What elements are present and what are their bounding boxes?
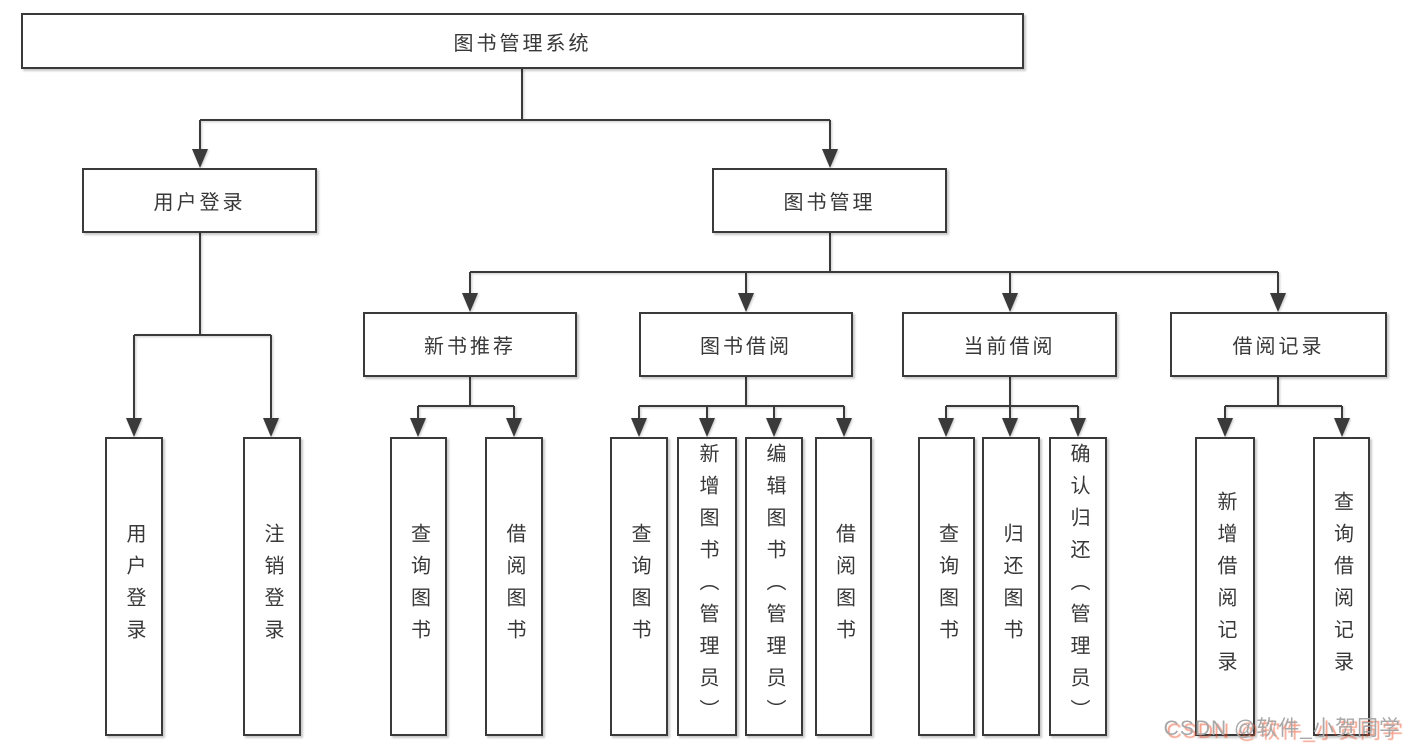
leaf-borrow-books-1: 借阅图书 <box>485 437 543 736</box>
leaf-borrow-books-2: 借阅图书 <box>815 437 872 736</box>
node-root: 图书管理系统 <box>21 13 1024 69</box>
leaf-query-books-1: 查询图书 <box>390 437 447 736</box>
node-new-book-recommend: 新书推荐 <box>363 312 577 377</box>
leaf-user-login: 用户登录 <box>105 437 163 736</box>
leaf-query-books-3: 查询图书 <box>918 437 975 736</box>
leaf-confirm-return-admin: 确认归还（管理员） <box>1049 437 1107 736</box>
leaf-return-book: 归还图书 <box>982 437 1040 736</box>
leaf-add-borrow-record: 新增借阅记录 <box>1195 437 1255 736</box>
node-user-login: 用户登录 <box>82 168 317 233</box>
leaf-edit-book-admin: 编辑图书（管理员） <box>745 437 803 736</box>
leaf-query-borrow-record: 查询借阅记录 <box>1313 437 1370 736</box>
node-book-borrow: 图书借阅 <box>639 312 853 377</box>
node-current-borrow: 当前借阅 <box>902 312 1117 377</box>
leaf-add-book-admin: 新增图书（管理员） <box>677 437 737 736</box>
node-borrow-records: 借阅记录 <box>1170 312 1387 377</box>
node-book-management: 图书管理 <box>712 168 947 233</box>
leaf-query-books-2: 查询图书 <box>610 437 668 736</box>
leaf-logout: 注销登录 <box>243 437 301 736</box>
